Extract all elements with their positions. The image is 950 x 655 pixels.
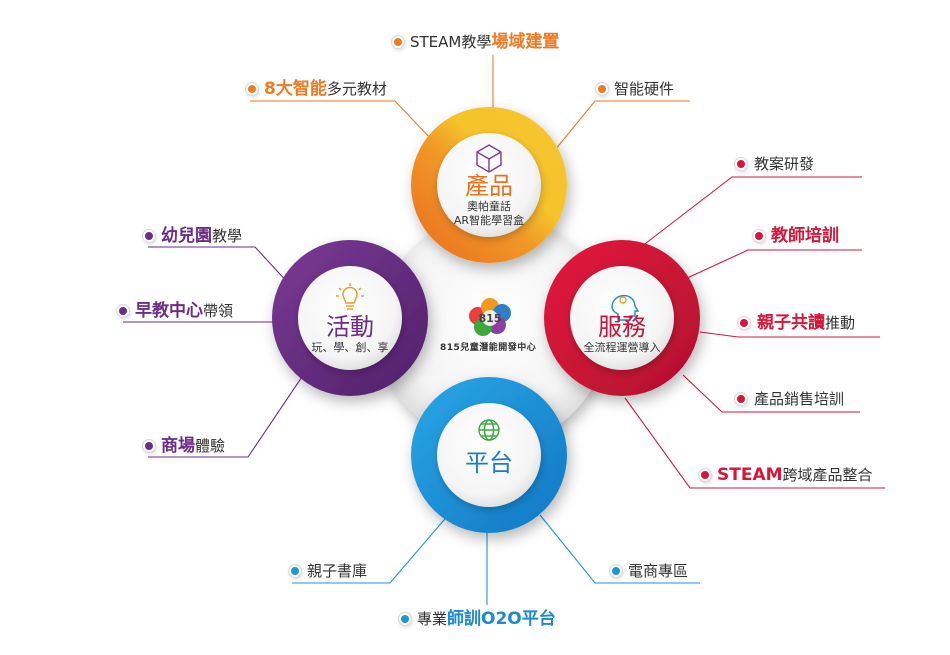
activity-title: 活動 [326,313,374,341]
lightbulb-icon [336,283,364,310]
activity-node[interactable]: 活動 玩、學、創、享 [300,313,400,355]
service-subtitle: 全流程運營導入 [583,341,661,354]
label-lesson-plan-text: 教案研發 [754,155,815,173]
label-smart8-post: 多元教材 [326,80,387,98]
activity-node-graphic [272,240,428,396]
label-hardware[interactable]: 智能硬件 [612,78,676,100]
label-parent-reading-post: 推動 [825,314,856,332]
label-ecommerce-text: 電商專區 [628,562,689,580]
label-steam-integration[interactable]: STEAM跨域產品整合 [715,464,875,486]
product-node[interactable]: 產品 奧帕童話 AR智能學習盒 [439,172,539,228]
bullet-dot [755,232,763,240]
platform-title: 平台 [465,449,513,477]
label-mall-post: 體驗 [195,437,226,455]
label-kindergarten-post: 教學 [212,227,243,245]
label-ecommerce[interactable]: 電商專區 [626,560,690,582]
bullet-dot [248,85,256,93]
bullet-dot [145,442,153,450]
connector-parent-reading [699,331,880,338]
bullet-dot [119,307,127,315]
label-early-edu[interactable]: 早教中心帶領 [133,300,235,322]
connector-mall [148,364,311,458]
label-smart8-em: 8大智能 [264,79,327,99]
bullet-dot [291,567,299,575]
label-steam-integration-post: 跨域產品整合 [782,466,873,484]
connector-ecommerce [539,514,700,584]
service-node[interactable]: 服務 全流程運營導入 [572,313,672,355]
label-sales-training[interactable]: 產品銷售培訓 [752,388,846,410]
bullet-dot [394,38,402,46]
label-steam-field-pre: STEAM教學 [410,33,492,51]
connector-sales-training [682,374,860,413]
platform-node-graphic [411,377,567,533]
bullet-dot [401,615,409,623]
cube-icon [476,144,502,173]
bullet-dot [737,160,745,168]
label-early-edu-post: 帶領 [203,302,234,320]
label-early-edu-em: 早教中心 [135,301,203,321]
connector-smart8 [250,100,433,141]
bullet-dot [145,232,153,240]
label-mall[interactable]: 商場體驗 [159,435,227,457]
connector-hardware [554,100,690,151]
label-mall-em: 商場 [161,436,195,456]
center-logo-text: 815兒童潛能開發中心 [440,343,537,353]
label-sales-training-text: 產品銷售培訓 [754,390,845,408]
label-teacher-training-em: 教師培訓 [771,226,839,246]
service-title: 服務 [598,313,646,341]
connector-parent-library [292,512,451,584]
label-steam-field[interactable]: STEAM教學場域建置 [408,31,561,53]
connector-teacher-training [682,249,862,281]
svg-text:815: 815 [479,312,502,325]
product-subtitle-2: AR智能學習盒 [453,214,525,227]
connector-kindergarten [148,246,291,286]
label-kindergarten-em: 幼兒園 [161,226,212,246]
bullet-dot [737,395,745,403]
label-kindergarten[interactable]: 幼兒園教學 [159,225,244,247]
bullet-dot [598,85,606,93]
label-smart8[interactable]: 8大智能多元教材 [262,78,389,100]
product-title: 產品 [465,172,513,200]
label-parent-library-text: 親子書庫 [307,562,368,580]
label-o2o-pre: 專業 [417,610,448,628]
bullet-dot [612,567,620,575]
label-steam-integration-em: STEAM [717,465,783,485]
connector-lesson-plan [636,176,862,251]
label-lesson-plan[interactable]: 教案研發 [752,153,816,175]
label-teacher-training[interactable]: 教師培訓 [769,225,841,247]
activity-subtitle: 玩、學、創、享 [311,341,389,354]
idea-head-icon [611,294,640,321]
label-hardware-text: 智能硬件 [614,80,675,98]
connector-lines [123,55,885,605]
label-parent-library[interactable]: 親子書庫 [305,560,369,582]
brain-815-logo-icon: 815 [469,298,511,336]
bullet-dot [701,471,709,479]
label-o2o-em: 師訓O2O平台 [447,609,556,629]
product-subtitle-1: 奧帕童話 [467,200,511,213]
connector-steam-integration [624,397,885,489]
bullet-dot [740,319,748,327]
service-node-graphic [544,240,700,396]
label-parent-reading-em: 親子共讀 [757,313,825,333]
globe-icon [478,419,500,441]
platform-node[interactable]: 平台 [439,449,539,477]
label-steam-field-em: 場域建置 [491,32,560,52]
label-parent-reading[interactable]: 親子共讀推動 [755,312,857,334]
product-node-graphic [411,107,567,263]
label-o2o[interactable]: 專業師訓O2O平台 [415,608,558,630]
